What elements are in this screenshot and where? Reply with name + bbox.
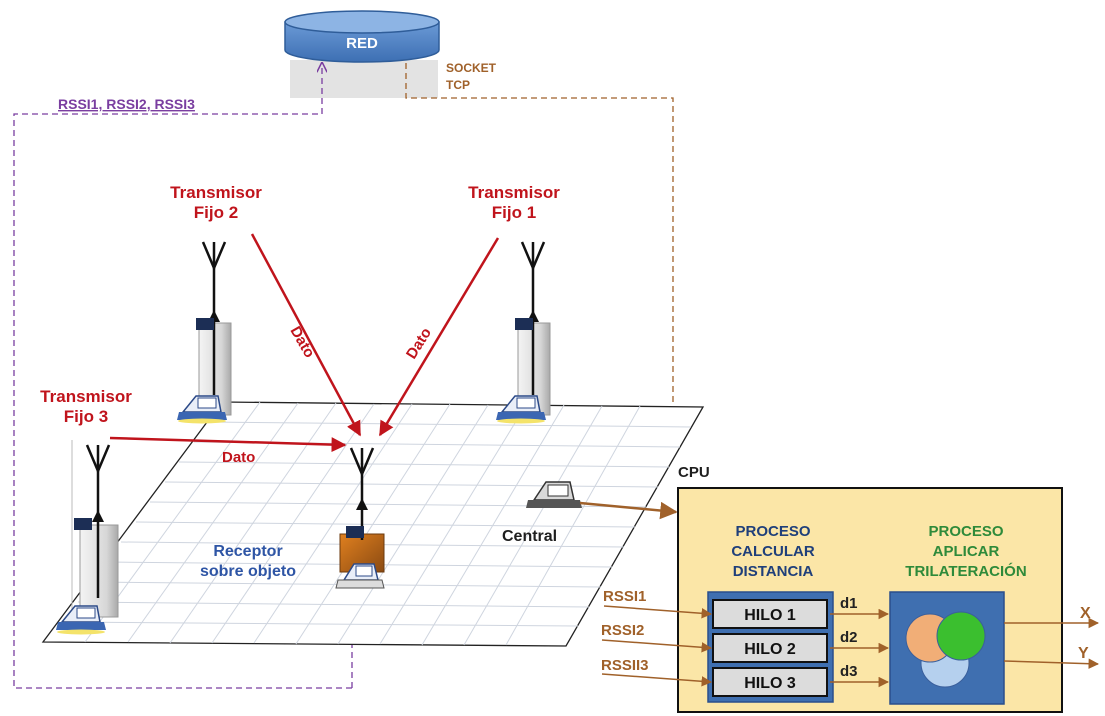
thread-1-box [712,599,828,629]
signal-arrow-from-transmitter-2 [250,233,362,437]
output-x-label: X [1080,605,1091,622]
socket-path [405,63,674,402]
rssi-uplink-path [13,63,352,689]
receiver-label-line1: Receptor [213,543,282,560]
transmitter-2-label-line1: Transmisor [170,183,262,202]
thread-1-label: HILO 1 [744,607,796,624]
receiver [335,447,385,589]
circle-green [936,611,986,661]
process1-line2: CALCULAR [731,543,814,560]
transmitter-1-label-line2: Fijo 1 [492,203,536,222]
central-label: Central [502,528,557,545]
dato-label-bottom: Dato [222,449,255,466]
antenna-icon [201,241,227,272]
network-disk-top [284,10,440,34]
transmitter-2-label-line2: Fijo 2 [194,203,238,222]
central-to-cpu-arrow [579,501,678,520]
antenna-icon [85,444,111,475]
transmitter-2 [177,241,232,424]
input-rssi1-label: RSSI1 [603,588,646,605]
dato-label-left: Dato [287,324,318,361]
floor-grid [41,401,705,647]
input-arrow-1 [603,605,713,619]
output-y-label: Y [1078,645,1089,662]
signal-arrow-from-transmitter-1 [378,237,500,437]
thread-2-box [712,633,828,663]
transmitter-1 [496,241,551,424]
thread-3-box [712,667,828,697]
process2-line2: APLICAR [933,543,1000,560]
receiver-label-line2: sobre objeto [200,563,296,580]
network-node: RED [284,10,440,98]
process2-line3: TRILATERACIÓN [905,562,1026,580]
antenna-icon [520,241,546,272]
socket-label-line2: TCP [446,78,470,92]
central-computer [526,481,582,508]
process1-line1: PROCESO [735,523,810,540]
process1-line3: DISTANCIA [733,563,814,580]
distance-d2-label: d2 [840,629,858,646]
process2-line1: PROCESO [928,523,1003,540]
output-y-arrow [1003,658,1100,669]
transmitter-3-label-line2: Fijo 3 [64,407,108,426]
input-arrow-2 [601,639,713,653]
distance-d1-label: d1 [840,595,858,612]
thread-2-label: HILO 2 [744,641,796,658]
input-rssi3-label: RSSII3 [601,657,649,674]
input-rssi2-label: RSSI2 [601,622,644,639]
transmitter-3 [56,440,119,635]
socket-label-line1: SOCKET [446,61,497,75]
cpu-label: CPU [678,464,710,481]
distance-d3-label: d3 [840,663,858,680]
dato-label-right: Dato [403,325,435,362]
input-arrow-3 [601,673,713,687]
antenna-icon [349,447,375,478]
signal-arrow-from-transmitter-3 [109,436,347,453]
network-base [290,60,438,98]
network-label: RED [346,35,378,52]
transmitter-3-label-line1: Transmisor [40,387,132,406]
thread-3-label: HILO 3 [744,675,796,692]
rssi-feed-label: RSSI1, RSSI2, RSSI3 [58,96,195,112]
transmitter-1-label-line1: Transmisor [468,183,560,202]
